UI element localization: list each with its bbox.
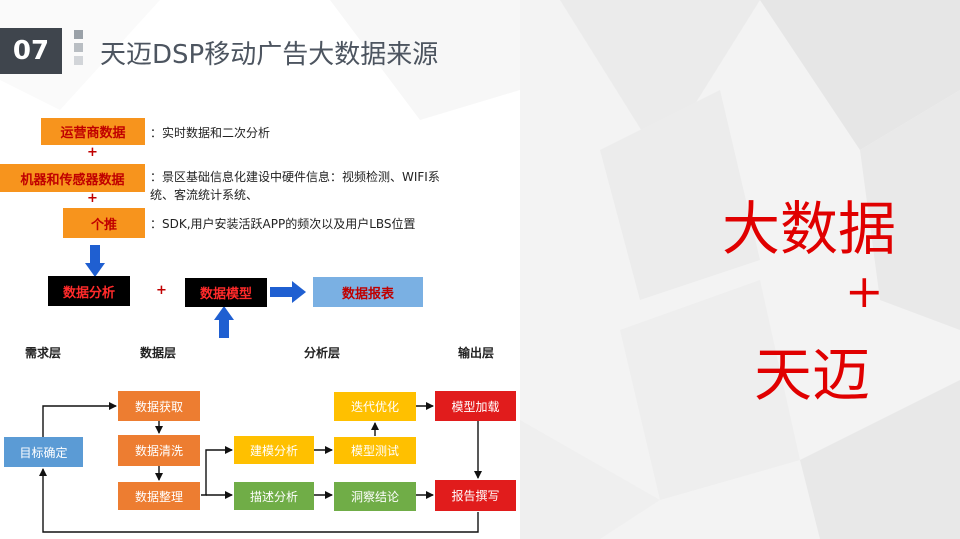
source-box-sensor: 机器和传感器数据 (0, 164, 145, 192)
source-box-operator: 运营商数据 (41, 118, 145, 145)
tagline-tianmai: 天迈 (754, 341, 871, 409)
source-box-getui: 个推 (63, 208, 145, 238)
flow-box-acquire: 数据获取 (118, 391, 200, 421)
plus-sign: + (87, 191, 98, 206)
flow-box-describe: 描述分析 (234, 482, 314, 510)
source-desc-operator: ：实时数据和二次分析 (150, 126, 271, 140)
layer-header-output: 输出层 (458, 346, 495, 360)
title-decoration (74, 30, 84, 69)
source-desc-sensor: ：景区基础信息化建设中硬件信息：视频检测、WIFI系 统、客流统计系统、 (150, 168, 480, 204)
source-desc-sensor-line2: 统、客流统计系统、 (150, 188, 259, 202)
source-desc-getui: ：SDK,用户安装活跃APP的频次以及用户LBS位置 (150, 217, 416, 231)
source-desc-sensor-line1: ：景区基础信息化建设中硬件信息：视频检测、WIFI系 (150, 170, 440, 184)
data-report-box: 数据报表 (313, 277, 423, 307)
layer-header-analysis: 分析层 (304, 346, 341, 360)
slide-number: 07 (0, 28, 62, 74)
flow-box-build: 建模分析 (234, 436, 314, 464)
tagline-big-data: 大数据 (722, 195, 897, 263)
flow-box-test: 模型测试 (334, 437, 416, 464)
flow-box-clean: 数据清洗 (118, 435, 200, 466)
page-title: 天迈DSP移动广告大数据来源 (100, 40, 439, 70)
flow-box-report: 报告撰写 (435, 480, 516, 511)
flow-box-insight: 洞察结论 (334, 482, 416, 511)
right-arrow-shaft (270, 287, 292, 297)
flow-box-goal: 目标确定 (4, 437, 83, 467)
flow-box-load: 模型加载 (435, 391, 516, 421)
plus-sign: + (156, 283, 167, 298)
up-arrow-head (214, 306, 234, 320)
tagline-plus: + (845, 264, 884, 318)
flow-box-iterate: 迭代优化 (334, 392, 416, 421)
data-model-box: 数据模型 (185, 278, 267, 307)
down-arrow-head (85, 263, 105, 277)
data-analysis-box: 数据分析 (48, 276, 130, 306)
down-arrow-shaft (90, 245, 100, 263)
pipeline-arrows (85, 245, 306, 340)
layer-header-data: 数据层 (140, 346, 177, 360)
layer-header-demand: 需求层 (25, 346, 62, 360)
flow-box-organize: 数据整理 (118, 482, 200, 510)
right-arrow-head (292, 281, 306, 303)
plus-sign: + (87, 145, 98, 160)
flow-connectors (39, 402, 482, 533)
up-arrow-shaft (219, 320, 229, 340)
